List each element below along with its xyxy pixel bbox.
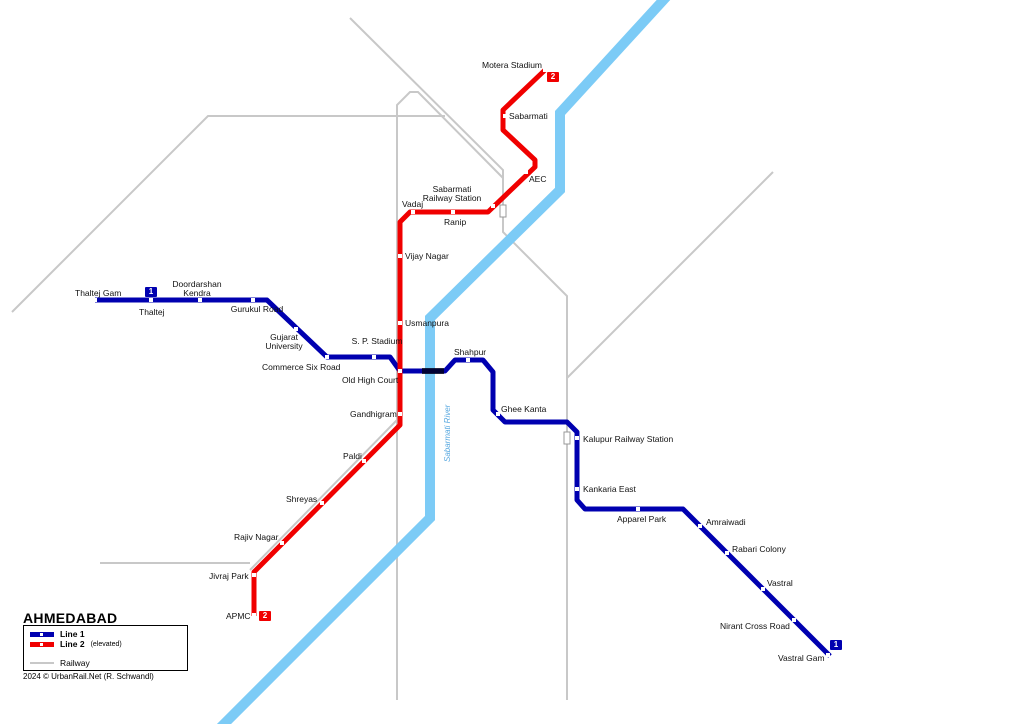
map-title: AHMEDABAD	[23, 610, 118, 626]
station-marker[interactable]	[294, 327, 298, 331]
railway-station-marker	[499, 204, 507, 218]
station-marker[interactable]	[466, 358, 470, 362]
station-label[interactable]: Gujarat University	[265, 332, 303, 351]
station-markers	[93, 68, 830, 657]
station-marker[interactable]	[372, 355, 376, 359]
station-marker[interactable]	[93, 298, 97, 302]
station-label[interactable]: Old High Court	[342, 375, 399, 385]
station-marker[interactable]	[252, 613, 256, 617]
station-marker[interactable]	[575, 436, 579, 440]
station-label[interactable]: Rajiv Nagar	[234, 532, 279, 542]
station-label[interactable]: Jivraj Park	[209, 571, 249, 581]
station-label[interactable]: Vastral Gam	[778, 653, 825, 663]
railway-line	[349, 17, 568, 700]
station-marker[interactable]	[362, 459, 366, 463]
legend: Line 1 Line 2 (elevated) Railway	[23, 625, 188, 671]
station-marker[interactable]	[280, 541, 284, 545]
railway-station-marker	[563, 431, 571, 445]
station-marker[interactable]	[198, 298, 202, 302]
legend-label: Railway	[60, 658, 90, 668]
railways	[11, 17, 774, 700]
legend-note: (elevated)	[90, 640, 122, 648]
station-label[interactable]: Sabarmati	[509, 111, 548, 121]
station-label[interactable]: Vijay Nagar	[405, 251, 449, 261]
station-label[interactable]: Kankaria East	[583, 484, 636, 494]
line-1-badge: 1	[145, 287, 157, 297]
station-label[interactable]: Thaltej Gam	[75, 288, 122, 298]
station-label[interactable]: S. P. Stadium	[351, 336, 403, 346]
station-marker[interactable]	[411, 210, 415, 214]
station-marker[interactable]	[398, 254, 402, 258]
station-label[interactable]: Gurukul Road	[230, 304, 284, 314]
station-marker[interactable]	[503, 114, 507, 118]
station-label[interactable]: APMC	[226, 611, 251, 621]
station-marker[interactable]	[149, 298, 153, 302]
station-marker[interactable]	[636, 507, 640, 511]
station-label[interactable]: Nirant Cross Road	[720, 621, 790, 631]
station-label[interactable]: Usmanpura	[405, 318, 449, 328]
station-label[interactable]: Vastral	[767, 578, 793, 588]
station-label[interactable]: Doordarshan Kendra	[172, 279, 222, 298]
railway-line	[566, 171, 774, 379]
station-label[interactable]: Ghee Kanta	[501, 404, 547, 414]
line-1-route	[95, 297, 832, 658]
railway-line	[11, 115, 445, 313]
station-marker[interactable]	[826, 653, 830, 657]
line-2-route	[251, 68, 547, 616]
station-marker[interactable]	[491, 204, 495, 208]
station-marker[interactable]	[325, 355, 329, 359]
station-marker[interactable]	[320, 501, 324, 505]
underground-section	[422, 368, 444, 374]
station-marker[interactable]	[451, 210, 455, 214]
station-marker[interactable]	[725, 551, 729, 555]
line-2-swatch	[30, 641, 54, 647]
station-marker[interactable]	[398, 321, 402, 325]
station-label[interactable]: Motera Stadium	[482, 60, 542, 70]
station-label[interactable]: Thaltej	[139, 307, 165, 317]
station-marker[interactable]	[524, 170, 528, 174]
station-marker[interactable]	[398, 369, 402, 373]
sabarmati-river	[216, 0, 671, 724]
railway-line	[249, 419, 398, 571]
station-marker[interactable]	[761, 587, 765, 591]
station-marker[interactable]	[252, 573, 256, 577]
station-label[interactable]: Amraiwadi	[706, 517, 746, 527]
legend-label: Line 1	[60, 629, 85, 639]
station-marker[interactable]	[496, 412, 500, 416]
station-marker[interactable]	[575, 487, 579, 491]
line-2-badge: 2	[547, 72, 559, 82]
station-label[interactable]: Apparel Park	[617, 514, 667, 524]
station-label[interactable]: AEC	[529, 174, 547, 184]
station-label[interactable]: Kalupur Railway Station	[583, 434, 674, 444]
legend-label: Line 2	[60, 639, 85, 649]
station-label[interactable]: Shahpur	[454, 347, 487, 357]
station-label[interactable]: Shreyas	[286, 494, 318, 504]
river-label: Sabarmati River	[443, 404, 452, 462]
credit: 2024 © UrbanRail.Net (R. Schwandl)	[23, 672, 154, 681]
station-label[interactable]: Vadaj	[402, 199, 424, 209]
line-1-badge: 1	[830, 640, 842, 650]
station-marker[interactable]	[251, 298, 255, 302]
station-label[interactable]: Rabari Colony	[732, 544, 786, 554]
station-marker[interactable]	[398, 412, 402, 416]
railway-line	[396, 91, 504, 700]
station-label[interactable]: Sabarmati Railway Station	[422, 184, 482, 203]
station-label[interactable]: Ranip	[444, 217, 467, 227]
station-label[interactable]: Paldi	[343, 451, 362, 461]
legend-line-1: Line 1	[30, 629, 85, 639]
station-label[interactable]: Commerce Six Road	[262, 362, 341, 372]
legend-railway: Railway	[30, 658, 90, 668]
line-1-swatch	[30, 631, 54, 637]
station-label[interactable]: Gandhigram	[350, 409, 397, 419]
station-marker[interactable]	[543, 68, 547, 72]
station-marker[interactable]	[792, 618, 796, 622]
legend-line-2: Line 2 (elevated)	[30, 639, 122, 649]
railway-swatch	[30, 662, 54, 664]
station-marker[interactable]	[698, 524, 702, 528]
line-2-badge: 2	[259, 611, 271, 621]
